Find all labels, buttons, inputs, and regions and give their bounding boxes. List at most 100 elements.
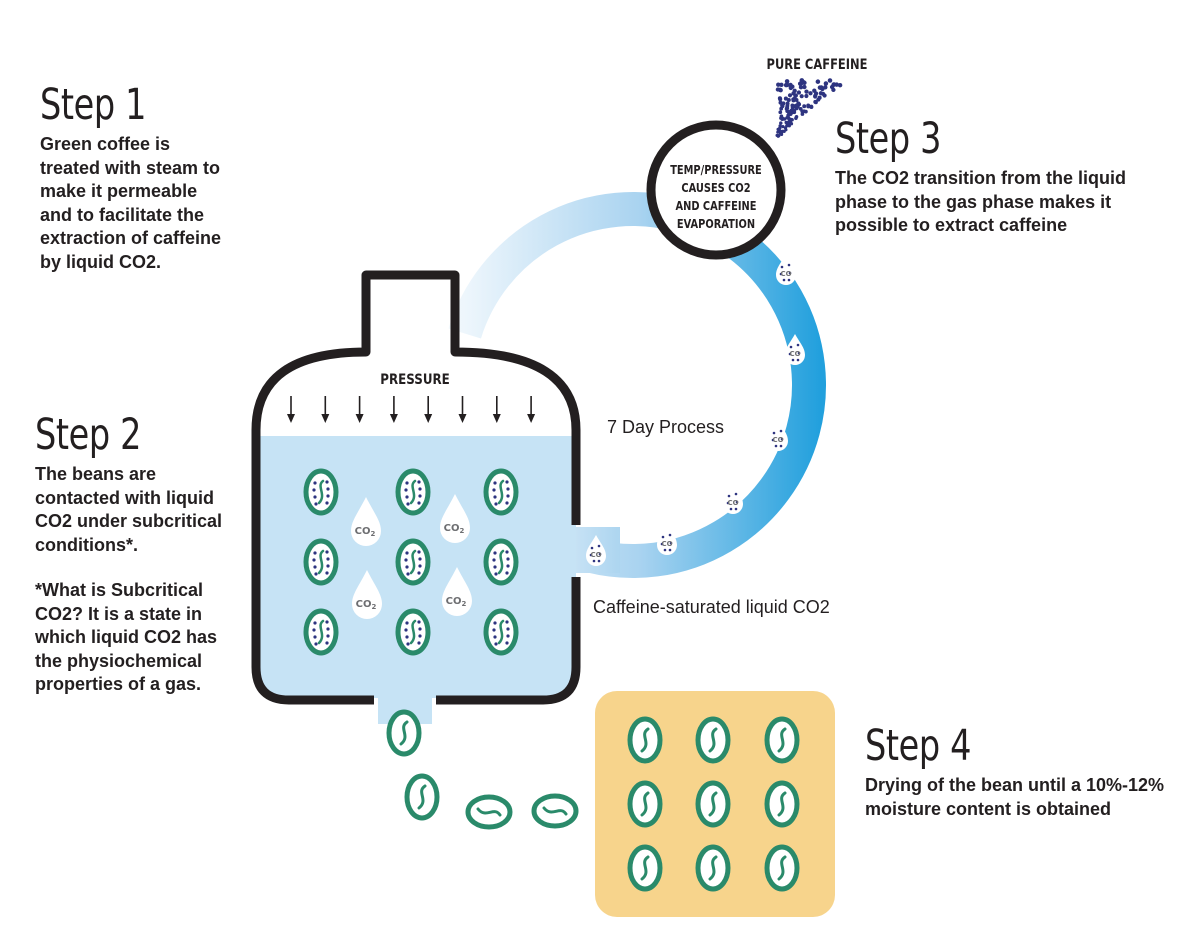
step3-line: possible to extract caffeine — [835, 215, 1068, 236]
svg-text:CO: CO — [789, 350, 800, 358]
svg-text:CO: CO — [590, 551, 601, 559]
step3-line: The CO2 transition from the liquid — [835, 168, 1127, 188]
caffeine-bean-icon — [395, 468, 431, 516]
svg-text:CO: CO — [780, 270, 791, 278]
dried-bean-icon — [764, 716, 800, 764]
steam-clouds — [423, 130, 619, 232]
bean-icon — [465, 794, 513, 830]
note-bold: *What is Subcritical — [35, 580, 204, 600]
caffeine-co2-drop-icon: CO — [776, 254, 796, 285]
note-line: It is a state in — [83, 603, 203, 624]
step1-line: Green coffee is — [40, 134, 171, 154]
svg-text:CO: CO — [772, 436, 783, 444]
down-arrow-icon — [389, 396, 398, 423]
caffeine-co2-drop-icon: CO — [586, 535, 606, 566]
down-arrow-icon — [424, 396, 433, 423]
evaporation-label-line: CAUSES CO2 — [681, 181, 750, 195]
cloud-icon — [423, 202, 466, 232]
svg-text:CO2: CO2 — [356, 599, 377, 611]
down-arrow-icon — [492, 396, 501, 423]
evaporation-label-line: TEMP/PRESSURE — [670, 163, 762, 177]
caffeine-co2-drop-icon: CO — [723, 483, 743, 514]
co2-drop-icon: CO2 — [351, 497, 381, 546]
note-line: properties of a gas. — [35, 674, 202, 695]
subcritical-note: *What is Subcritical CO2? It is a state … — [35, 579, 217, 697]
dried-bean-icon — [764, 844, 800, 892]
pure-caffeine-label: PURE CAFFEINE — [767, 57, 868, 73]
co2-drop-icon: CO2 — [442, 567, 472, 616]
evaporation-label-line: EVAPORATION — [677, 217, 755, 231]
dried-bean-icon — [627, 844, 663, 892]
step2-line: contacted with liquid — [35, 487, 214, 508]
step4-line: Drying of the bean until a 10%-12% — [865, 775, 1165, 795]
step3-title: Step 3 — [835, 114, 942, 164]
co2-drop-icon: CO2 — [440, 494, 470, 543]
dried-beans — [627, 716, 800, 892]
dried-bean-icon — [695, 716, 731, 764]
caffeine-bean-icon — [395, 608, 431, 656]
cloud-icon — [488, 156, 530, 185]
saturated-co2-label: Caffeine-saturated liquid CO2 — [593, 597, 830, 617]
process-duration-label: 7 Day Process — [607, 417, 725, 437]
pressure-label: PRESSURE — [380, 372, 450, 388]
caffeine-co2-drop-icon: CO — [785, 334, 805, 365]
caffeine-bean-icon — [483, 468, 519, 516]
step2-title: Step 2 — [35, 410, 142, 460]
step2-line: The beans are — [35, 464, 157, 484]
bean-icon — [386, 709, 422, 757]
step2-description: The beans are contacted with liquid CO2 … — [35, 463, 222, 557]
svg-text:CO2: CO2 — [446, 596, 467, 608]
step4-line: moisture content is obtained — [865, 798, 1112, 819]
caffeine-co2-drop-icon: CO — [657, 524, 677, 555]
dried-bean-icon — [695, 844, 731, 892]
caffeine-bean-icon — [303, 608, 339, 656]
step1-line: by liquid CO2. — [40, 251, 162, 272]
dried-bean-icon — [627, 780, 663, 828]
note-line: the physiochemical — [35, 650, 203, 671]
step1-description: Green coffee is treated with steam to ma… — [40, 133, 221, 275]
down-arrow-icon — [287, 396, 295, 423]
note-bold: CO2? — [35, 603, 84, 624]
soaking-beans — [303, 468, 519, 656]
step1-line: extraction of caffeine — [40, 228, 222, 249]
caffeine-bean-icon — [483, 608, 519, 656]
evaporation-label-line: AND CAFFEINE — [675, 199, 756, 213]
step1-line: make it permeable — [40, 181, 198, 202]
falling-beans — [386, 709, 579, 830]
co2-drop-icon: CO2 — [352, 570, 382, 619]
caffeine-bean-icon — [303, 468, 339, 516]
dried-bean-icon — [627, 716, 663, 764]
step4-title: Step 4 — [865, 721, 972, 771]
step4-description: Drying of the bean until a 10%-12% moist… — [865, 774, 1164, 821]
down-arrow-icon — [355, 396, 364, 423]
caffeine-bean-icon — [483, 538, 519, 586]
pure-caffeine-dots — [775, 78, 843, 138]
dried-bean-icon — [764, 780, 800, 828]
step1-line: treated with steam to — [40, 157, 221, 178]
evaporation-chamber: TEMP/PRESSURE CAUSES CO2 AND CAFFEINE EV… — [646, 120, 786, 260]
pressure-arrows — [287, 396, 536, 423]
caffeine-co2-drops: CO CO CO CO CO CO — [586, 254, 805, 566]
down-arrow-icon — [527, 396, 536, 423]
dried-bean-icon — [695, 780, 731, 828]
svg-text:CO: CO — [727, 499, 738, 507]
down-arrow-icon — [321, 396, 330, 423]
svg-text:CO: CO — [661, 540, 672, 548]
step2-line: conditions*. — [35, 534, 138, 555]
bean-icon — [531, 793, 579, 829]
caffeine-bean-icon — [395, 538, 431, 586]
svg-text:CO2: CO2 — [355, 526, 376, 538]
down-arrow-icon — [458, 396, 467, 423]
caffeine-co2-drop-icon: CO — [768, 420, 788, 451]
svg-text:CO2: CO2 — [444, 523, 465, 535]
bean-icon — [404, 773, 440, 821]
note-line: which liquid CO2 has — [35, 627, 218, 648]
step3-line: phase to the gas phase makes it — [835, 191, 1112, 212]
step1-title: Step 1 — [40, 80, 147, 130]
drying-box — [595, 691, 835, 917]
step2-line: CO2 under subcritical — [35, 511, 223, 532]
cloud-icon — [573, 130, 619, 162]
